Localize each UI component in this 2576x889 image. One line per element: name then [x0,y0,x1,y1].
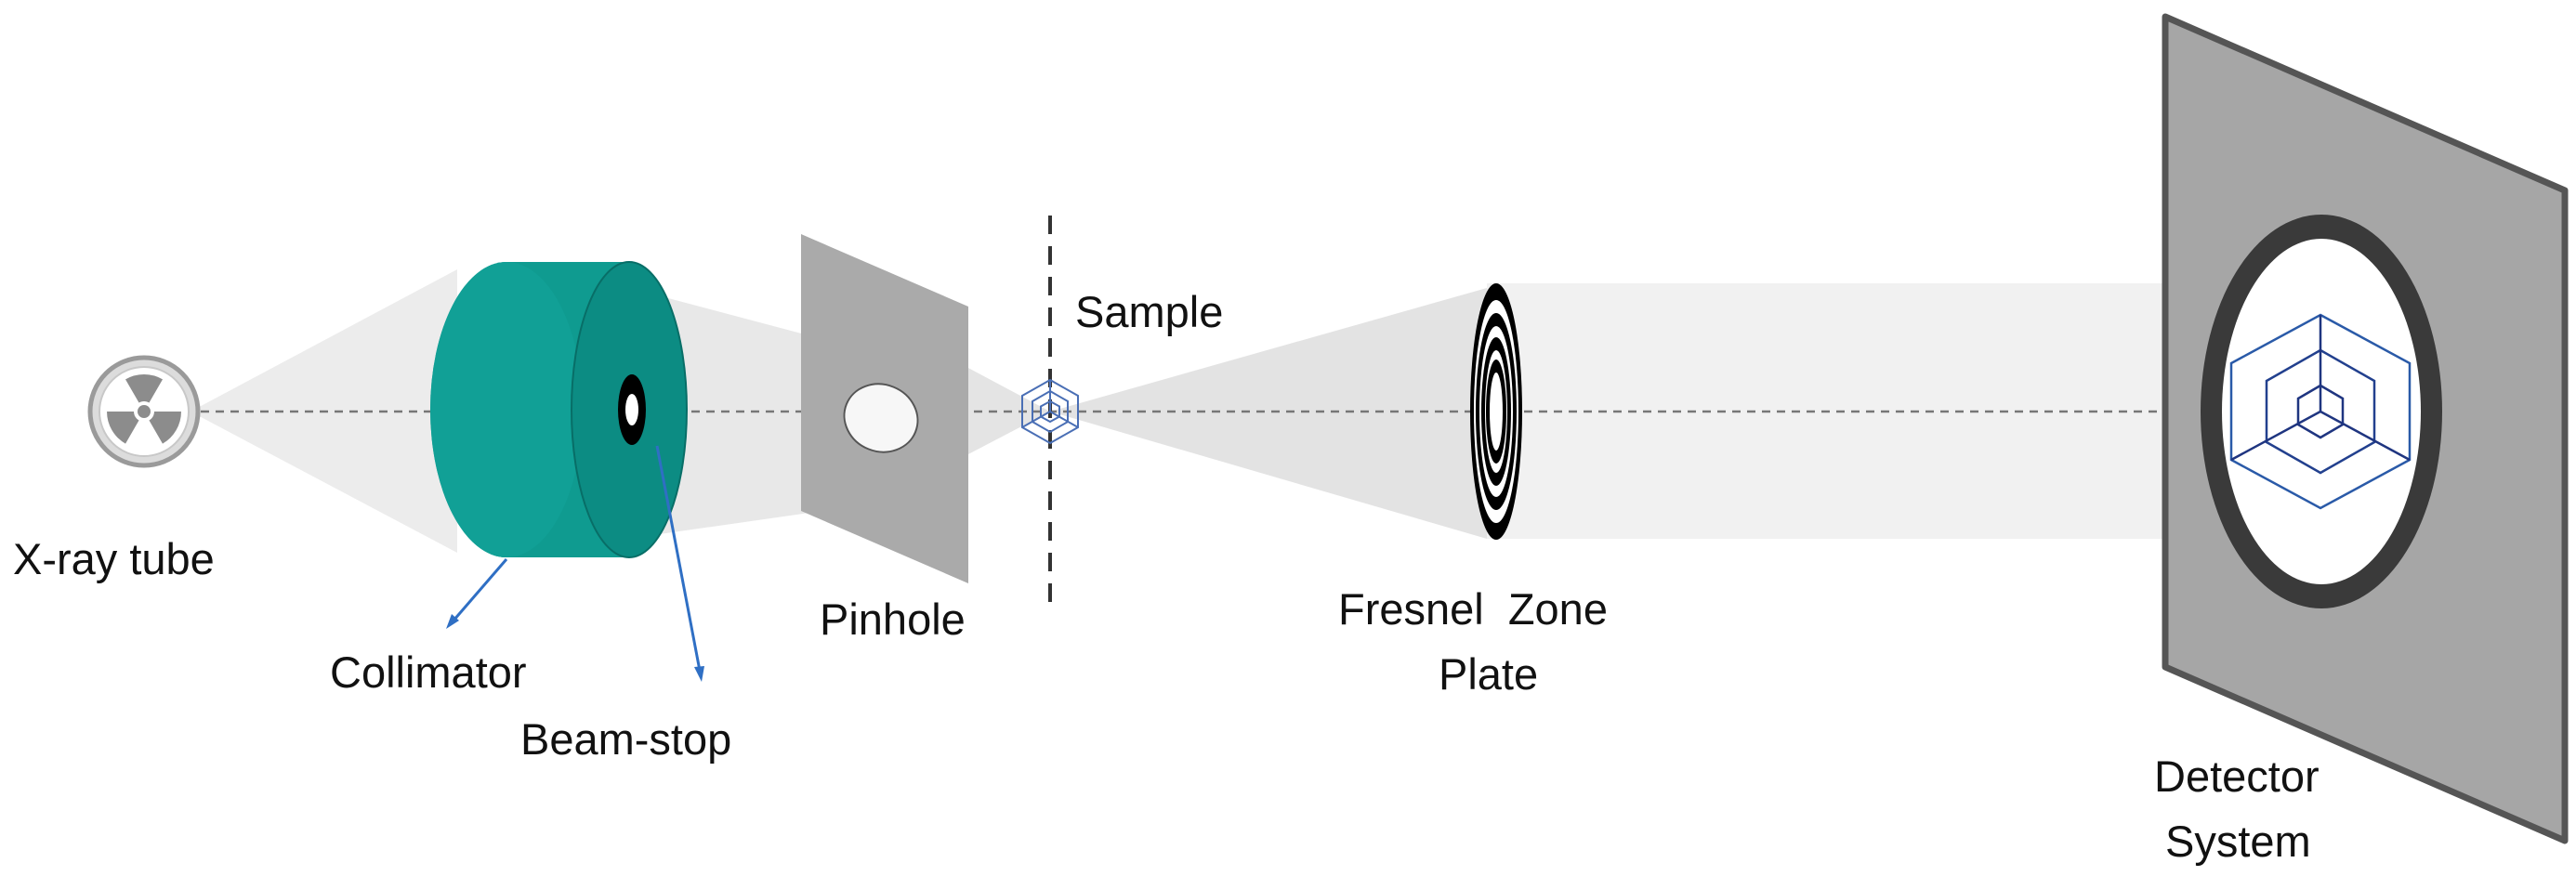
label-detector-line1: Detector [2154,752,2320,801]
collimator-leader [452,558,508,621]
leader-lines [446,445,704,682]
label-detector-line2: System [2165,817,2311,866]
fresnel-zone-plate [1470,283,1522,540]
label-fresnel-line2: Plate [1439,649,1538,699]
label-beam-stop: Beam-stop [520,714,731,764]
crystal-lattice-icon [1021,378,1079,445]
beam-stop-leader-arrowhead [694,666,704,682]
labels: X-ray tube Collimator Beam-stop Pinhole … [13,287,2320,866]
collimator-cylinder [430,261,688,558]
beam-stop-leader [655,445,702,672]
label-pinhole: Pinhole [820,595,966,644]
label-xray-tube: X-ray tube [13,534,215,583]
detector-system [2162,13,2569,844]
pinhole-aperture [843,383,919,453]
label-sample: Sample [1075,287,1223,336]
radiation-icon [87,355,201,468]
diffraction-hexagon-icon [2229,313,2412,510]
pinhole-plate [801,234,968,583]
label-collimator: Collimator [330,647,527,697]
beam-cone-sample-fzp [1050,288,1487,539]
collimator-leader-arrowhead [446,614,459,629]
label-fresnel-line1: Fresnel Zone [1338,584,1608,634]
beam-stop-aperture [625,394,638,425]
